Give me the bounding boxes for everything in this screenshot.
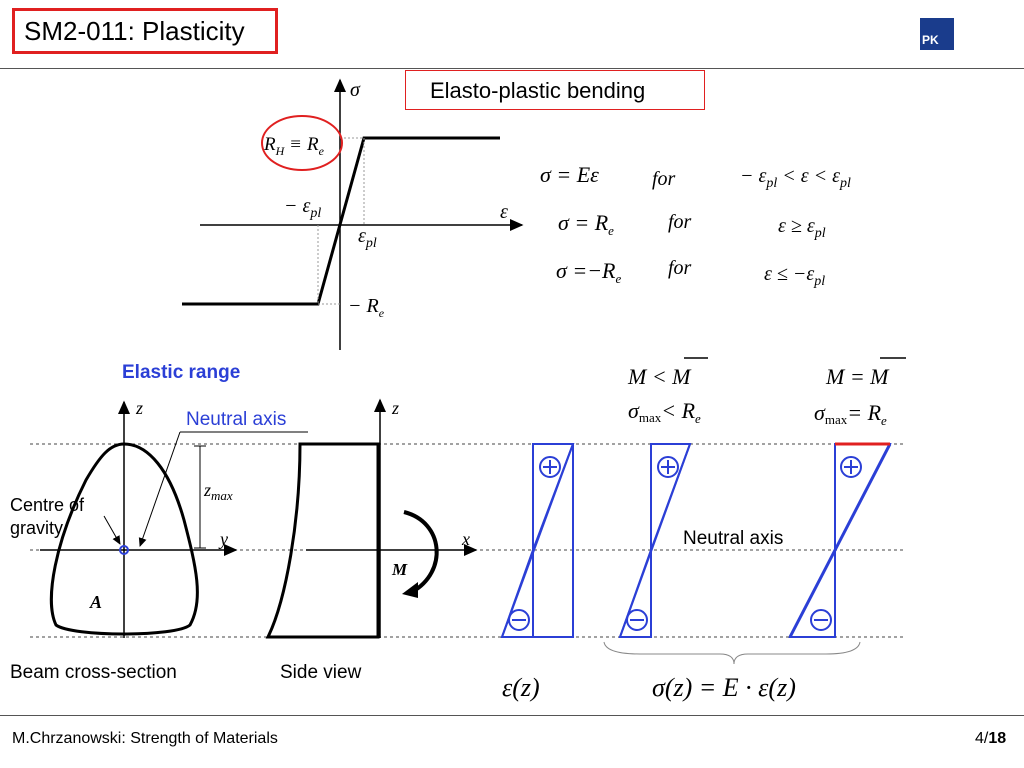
m-equal-label: M = M (825, 364, 890, 389)
equation-3-condition: ε ≤ −εpl (764, 263, 825, 289)
cross-section-outline (49, 442, 199, 636)
equation-2-for: for (668, 211, 692, 233)
centroid-pointer (103, 515, 121, 545)
equation-2-condition: ε ≥ εpl (778, 215, 826, 241)
stress-line-limit (788, 443, 892, 638)
centroid-marker (119, 545, 129, 555)
epsilon-axis-label: ε (500, 201, 508, 223)
eps-pl-label: εpl (358, 225, 377, 251)
logo-text: PK (922, 33, 939, 47)
side-view-outline (265, 442, 380, 639)
equation-2-lhs: σ = Re (558, 210, 614, 238)
sigma-max-less: σmax< Re (628, 398, 701, 426)
area-label: A (89, 592, 102, 612)
strain-line (501, 443, 574, 638)
sign-markers (508, 456, 862, 631)
title-frame (12, 8, 278, 54)
highlight-ellipse (261, 115, 343, 171)
moment-label: M (391, 560, 408, 579)
z-axis-label: z (135, 398, 143, 418)
sigma-axis-label: σ (350, 79, 361, 101)
m-less-label: M < M (627, 364, 692, 389)
stress-diagram-elastic (618, 443, 692, 638)
footer-author: M.Chrzanowski: Strength of Materials (12, 730, 278, 747)
section-title: Elasto-plastic bending (430, 78, 646, 103)
rh-label: RH≡Re (263, 134, 325, 158)
equation-1-lhs: σ = Eε (540, 162, 599, 187)
stress-strain-curve (182, 136, 500, 306)
equation-3-lhs: σ =−Re (556, 258, 621, 286)
moment-arrowhead (402, 582, 418, 598)
zmax-label: zmax (203, 480, 233, 503)
equation-1-for: for (652, 168, 676, 190)
stress-strain-diagram: σ ε RH≡Re − εpl εpl − Re (182, 78, 524, 350)
header-divider (0, 68, 1024, 69)
side-z-label: z (391, 398, 399, 418)
condition-labels: M < M σmax< Re M = M σmax= Re (627, 357, 906, 428)
y-axis-label: y (218, 529, 228, 549)
elastic-range-label: Elastic range (122, 362, 241, 383)
beam-cross-section-label: Beam cross-section (10, 662, 177, 683)
footer-divider (0, 715, 1024, 716)
sigma-max-equal: σmax= Re (814, 400, 887, 428)
centre-of-gravity-label: Centre of gravity (10, 495, 85, 538)
side-view-label: Side view (280, 662, 362, 683)
x-axis-label: x (461, 529, 470, 549)
strain-box-top (532, 443, 574, 638)
page-total: 18 (988, 730, 1007, 747)
strain-diagram (500, 443, 575, 638)
section-title-frame (405, 70, 705, 110)
neutral-axis-label-left: Neutral axis (186, 409, 287, 430)
side-view: z x M (265, 398, 478, 639)
stress-line-elastic (619, 443, 691, 638)
constitutive-equations: σ = Eε for − εpl < ε < εpl σ = Re for ε … (540, 162, 851, 289)
slide-title: SM2-011: Plasticity (24, 16, 245, 46)
grouping-brace (603, 641, 861, 665)
stress-diagram-limit (788, 442, 892, 638)
minus-re-label: − Re (348, 295, 385, 320)
university-logo (920, 18, 954, 50)
strain-formula: ε(z) (502, 673, 540, 702)
neutral-axis-pointer (138, 431, 181, 547)
moment-arc (403, 510, 439, 594)
beam-cross-section: z y zmax A (40, 398, 308, 638)
page-number: 4/18 (975, 730, 1006, 748)
equation-1-condition: − εpl < ε < εpl (740, 165, 851, 191)
stress-formula: σ(z) = E · ε(z) (652, 673, 796, 702)
equation-3-for: for (668, 257, 692, 279)
neutral-axis-label-right: Neutral axis (683, 528, 784, 549)
page-current: 4/ (975, 730, 989, 747)
minus-eps-pl-label: − εpl (284, 195, 321, 221)
